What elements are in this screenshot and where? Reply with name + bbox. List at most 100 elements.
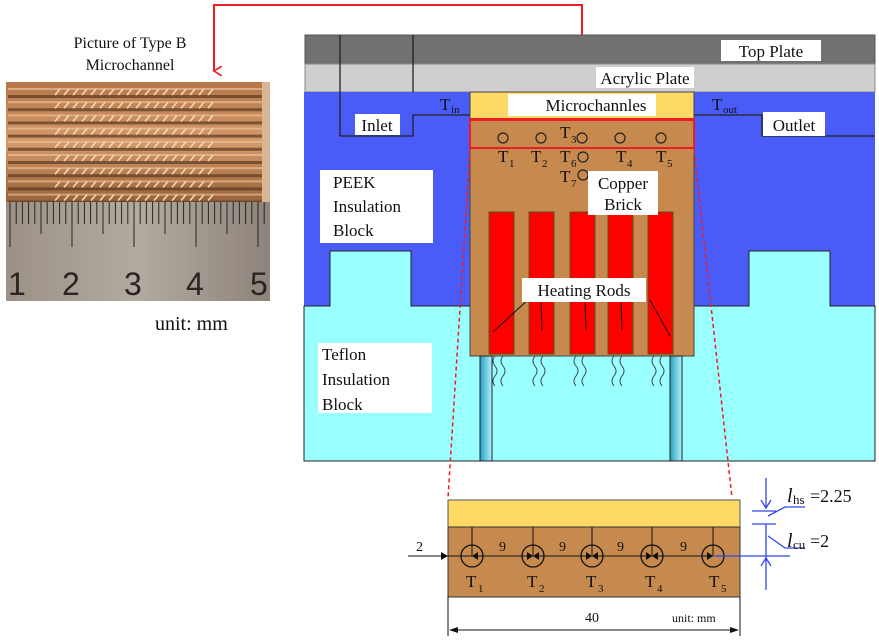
oblique-fin: [162, 88, 169, 96]
svg-text:3: 3: [598, 583, 604, 595]
oblique-fin: [180, 128, 187, 136]
oblique-fin: [189, 154, 196, 162]
oblique-fin: [63, 180, 70, 188]
oblique-fin: [81, 101, 88, 109]
svg-text:l: l: [787, 530, 793, 552]
heater-wire: [651, 355, 657, 387]
oblique-fin: [207, 194, 214, 202]
oblique-fin: [72, 180, 79, 188]
oblique-fin: [126, 128, 133, 136]
oblique-fin: [81, 167, 88, 175]
top-plate-label: Top Plate: [739, 42, 803, 61]
arrowhead: [527, 552, 533, 560]
oblique-fin: [126, 194, 133, 202]
oblique-fin: [126, 114, 133, 122]
oblique-fin: [63, 128, 70, 136]
oblique-fin: [135, 167, 142, 175]
channel-groove: [8, 187, 262, 191]
thermocouple-label-t7: T 7: [560, 167, 577, 190]
svg-text:6: 6: [571, 158, 577, 170]
oblique-fin: [198, 141, 205, 149]
oblique-fin: [126, 180, 133, 188]
oblique-fin: [135, 88, 142, 96]
oblique-fin: [144, 167, 151, 175]
offset-dimension: 2: [416, 540, 423, 555]
oblique-fin: [153, 194, 160, 202]
oblique-fin: [162, 180, 169, 188]
oblique-fin: [99, 88, 106, 96]
thermocouple-label-t1: T 1: [498, 147, 515, 170]
heater-wire: [619, 355, 625, 387]
oblique-fin: [72, 101, 79, 109]
oblique-fin: [90, 128, 97, 136]
oblique-fin: [153, 88, 160, 96]
svg-text:T: T: [560, 123, 571, 142]
channel-groove: [8, 95, 262, 98]
svg-text:3: 3: [571, 134, 577, 146]
oblique-fin: [189, 114, 196, 122]
oblique-fin: [117, 114, 124, 122]
heater-wire: [532, 355, 538, 387]
svg-text:5: 5: [721, 583, 727, 595]
oblique-fin: [90, 154, 97, 162]
oblique-fin: [90, 114, 97, 122]
channel-highlight: [8, 140, 262, 143]
heater-wires: [492, 355, 665, 387]
heater-wire: [500, 355, 506, 387]
oblique-fin: [171, 101, 178, 109]
ruler-number: 5: [250, 266, 268, 302]
oblique-fin: [135, 180, 142, 188]
photo-title-line1: Picture of Type B: [74, 35, 187, 52]
oblique-fin: [171, 128, 178, 136]
spacing-label: 9: [559, 540, 566, 555]
heating-rods: [488, 211, 674, 355]
channel-highlight: [8, 193, 262, 196]
oblique-fin: [99, 141, 106, 149]
arrowhead: [646, 552, 652, 560]
heater-wire: [611, 355, 617, 387]
oblique-fin: [63, 114, 70, 122]
ruler-number: 2: [62, 266, 80, 302]
oblique-fin: [144, 114, 151, 122]
oblique-fin: [54, 101, 61, 109]
oblique-fin: [198, 114, 205, 122]
oblique-fin: [162, 101, 169, 109]
channel-groove: [8, 134, 262, 138]
oblique-fin: [180, 167, 187, 175]
oblique-fin: [63, 154, 70, 162]
ruler: 1 2 3 4 5: [6, 202, 270, 302]
oblique-fin: [99, 180, 106, 188]
channel-highlight: [8, 180, 262, 183]
thermocouple-marker-t2: [535, 132, 547, 144]
acrylic-plate: [304, 63, 876, 93]
oblique-fin: [207, 114, 214, 122]
copper-brick-label-line1: Copper: [598, 174, 648, 193]
oblique-fin: [63, 167, 70, 175]
oblique-fin: [54, 180, 61, 188]
oblique-fin: [135, 114, 142, 122]
oblique-fin: [153, 114, 160, 122]
oblique-fin: [108, 114, 115, 122]
spacing-label: 9: [680, 540, 687, 555]
svg-text:1: 1: [478, 583, 484, 595]
oblique-fin: [144, 101, 151, 109]
oblique-fin: [171, 114, 178, 122]
oblique-fin: [126, 154, 133, 162]
svg-text:T: T: [560, 167, 571, 186]
oblique-fin: [90, 101, 97, 109]
oblique-fin: [144, 180, 151, 188]
detail-copper: [447, 526, 741, 598]
oblique-fin: [171, 154, 178, 162]
arrowhead: [592, 552, 598, 560]
arrowhead: [707, 552, 713, 560]
oblique-fin: [90, 88, 97, 96]
microchannels-label: Microchannles: [545, 96, 646, 115]
heater-wire: [573, 355, 579, 387]
oblique-fin: [54, 167, 61, 175]
thermocouple-label-t4: T 4: [616, 147, 633, 170]
oblique-fin: [162, 141, 169, 149]
oblique-fin: [198, 167, 205, 175]
